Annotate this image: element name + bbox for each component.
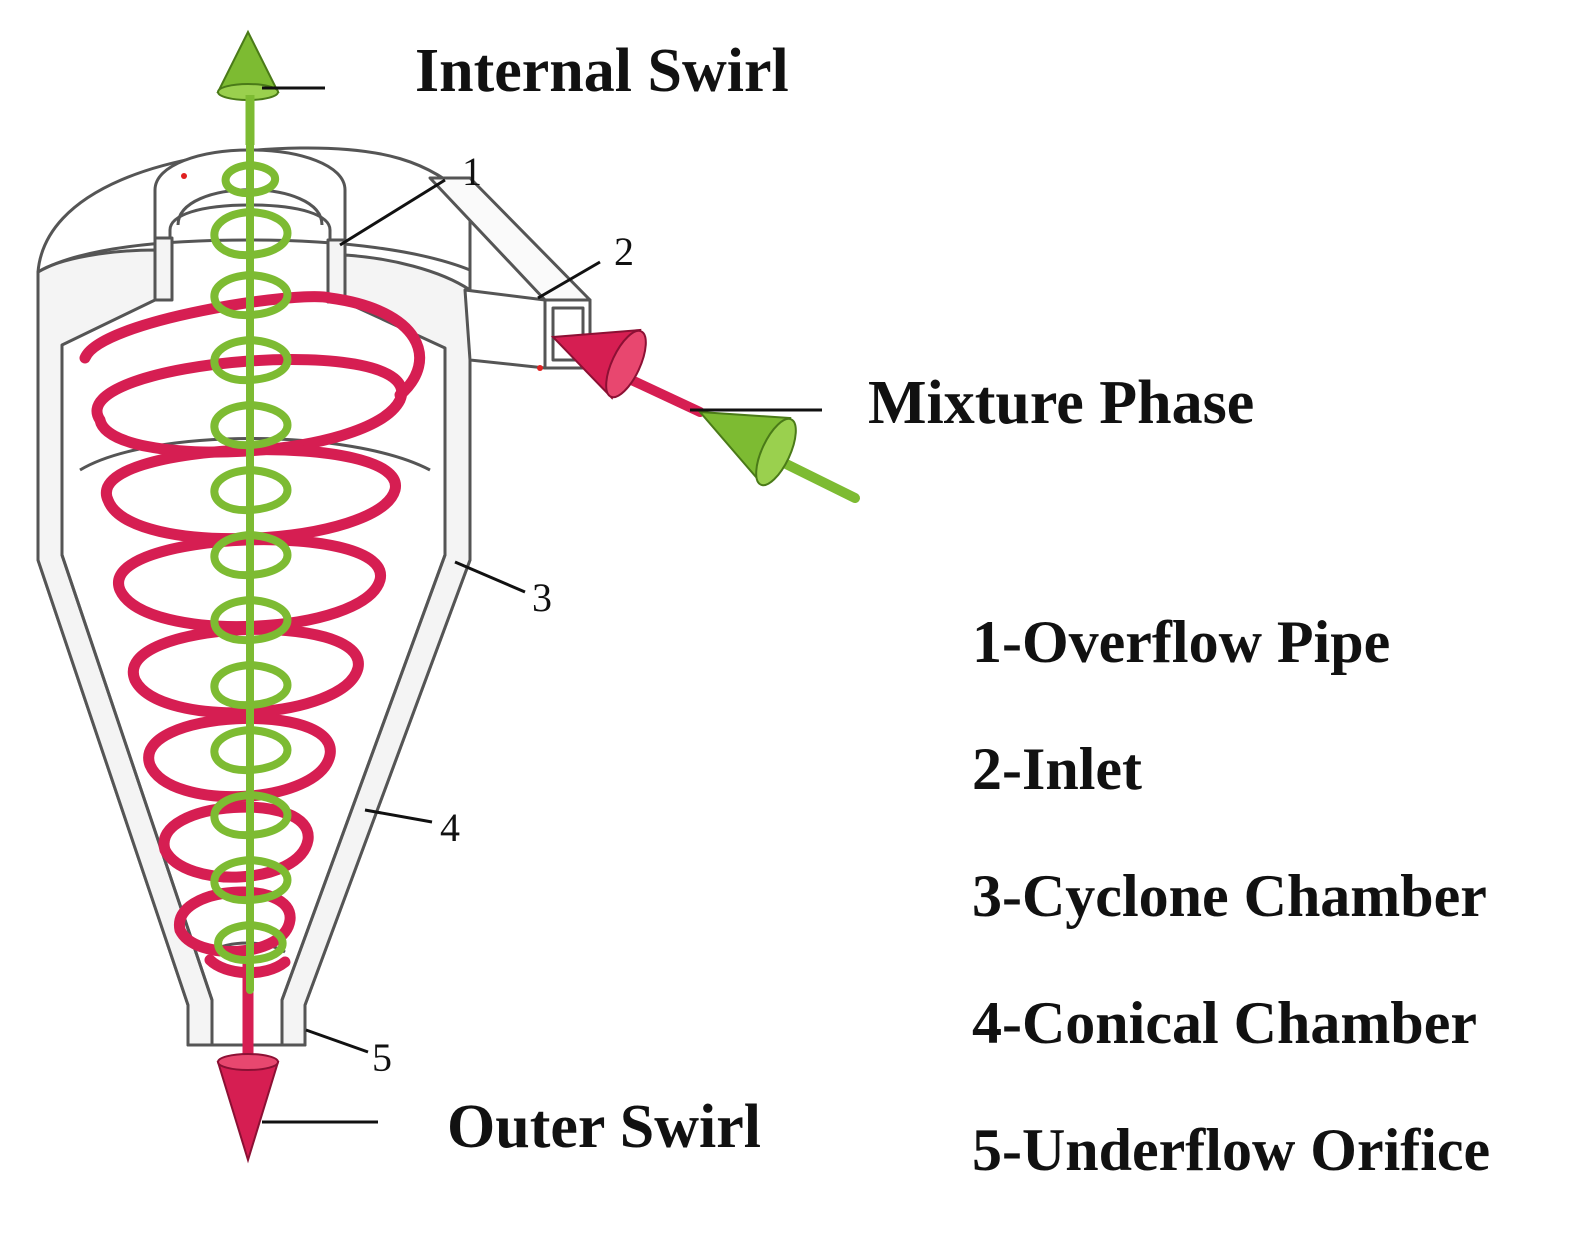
leader-part-5	[305, 1028, 369, 1054]
inner-helix-coil-12	[214, 921, 287, 965]
outer-helix-coil-2	[91, 354, 408, 458]
mixture-phase-label: Mixture Phase	[868, 369, 1255, 437]
legend-item-cyclone-chamber: 3-Cyclone Chamber	[972, 863, 1487, 929]
mixture-inlet-arrows	[550, 328, 860, 503]
marker-dot-inlet	[537, 365, 543, 371]
outer-helix-coil-3	[100, 444, 401, 545]
part-number-4: 4	[440, 805, 460, 850]
inlet-green-arrow-base	[755, 417, 797, 487]
leader-part-1	[339, 178, 446, 247]
spigot-inner	[210, 1005, 284, 1045]
marker-dot-top	[181, 173, 187, 179]
parts-legend: 1-Overflow Pipe 2-Inlet 3-Cyclone Chambe…	[972, 612, 1490, 1247]
outer-helix-coil-1	[79, 291, 426, 401]
inner-helix-coil-4	[210, 401, 292, 450]
outer-swirl-arrow-base	[217, 1053, 279, 1071]
outer-helix-coil-5	[127, 623, 364, 719]
inner-helix-coil-1	[210, 208, 292, 260]
inlet-duct-side	[463, 288, 547, 370]
inner-helix-coil-9	[210, 726, 292, 775]
inner-helix-coil-8	[210, 661, 292, 710]
legend-item-underflow-orifice: 5-Underflow Orifice	[972, 1117, 1491, 1183]
leader-part-3	[454, 560, 526, 594]
inner-helix-coil-2	[210, 271, 292, 320]
part-number-5: 5	[372, 1035, 392, 1080]
leader-part-2	[537, 260, 601, 300]
outer-swirl-arrowhead	[216, 1061, 280, 1164]
outer-helix-coil-4	[113, 534, 386, 633]
inner-helix-top-loop	[221, 161, 280, 198]
part-number-2: 2	[614, 229, 634, 274]
outer-helix-coil-7	[158, 801, 314, 883]
inner-helix-coil-7	[210, 596, 292, 645]
internal-swirl-helix	[210, 136, 292, 994]
inner-helix-coil-5	[210, 466, 292, 515]
hydrocyclone-diagram	[36, 29, 860, 1164]
part-number-3: 3	[532, 575, 552, 620]
internal-swirl-label: Internal Swirl	[415, 37, 789, 105]
inner-helix-coil-6	[210, 531, 292, 580]
outer-helix-coil-8	[174, 886, 296, 957]
outer-swirl-helix	[79, 291, 426, 1081]
cut-face-right-wall	[280, 253, 472, 1047]
legend-item-inlet: 2-Inlet	[972, 736, 1142, 802]
inner-helix-coil-11	[210, 856, 292, 905]
inlet-red-arrow-base	[605, 329, 647, 399]
legend-item-overflow-pipe: 1-Overflow Pipe	[972, 609, 1391, 675]
leader-part-4	[364, 808, 433, 824]
inner-helix-coil-10	[210, 791, 292, 840]
leader-lines	[262, 86, 822, 1124]
part-number-1: 1	[462, 149, 482, 194]
outer-helix-coil-6	[143, 712, 336, 803]
inner-helix-coil-3	[210, 336, 292, 385]
outer-swirl-label: Outer Swirl	[447, 1093, 761, 1161]
legend-item-conical-chamber: 4-Conical Chamber	[972, 990, 1477, 1056]
